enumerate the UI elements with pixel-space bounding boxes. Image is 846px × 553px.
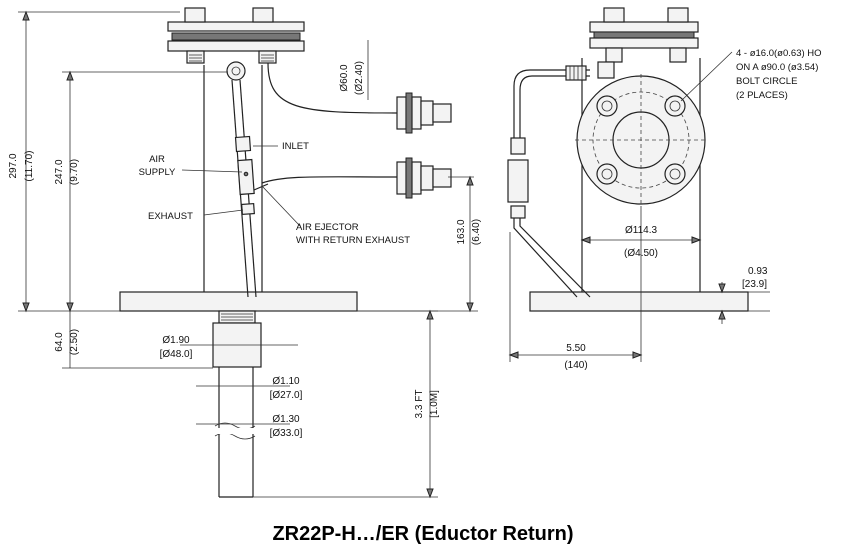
side-dimension-lines — [18, 10, 478, 499]
dim-33ft-m: [1.0M] — [429, 390, 440, 418]
dim-110: Ø1.10 — [272, 376, 300, 387]
top-flange-assembly — [167, 7, 305, 64]
dim-130: Ø1.30 — [272, 414, 300, 425]
inlet-pipe — [267, 62, 398, 114]
front-dimension-lines — [508, 51, 770, 362]
dim-550-mm: (140) — [564, 360, 587, 371]
dim-64: 64.0 — [54, 332, 65, 352]
label-holes-2: ON A ø90.0 (ø3.54) — [736, 62, 818, 73]
probe — [212, 310, 262, 498]
dim-110-mm: [Ø27.0] — [270, 390, 303, 401]
dim-093-mm: [23.9] — [742, 279, 767, 290]
label-air-supply-1: AIR — [149, 154, 165, 165]
front-top-assembly — [589, 7, 699, 79]
dim-247: 247.0 — [54, 159, 65, 184]
dim-60-in: (Ø2.40) — [354, 61, 365, 95]
label-ejector-1: AIR EJECTOR — [296, 222, 359, 233]
dim-190: Ø1.90 — [162, 335, 190, 346]
label-exhaust: EXHAUST — [148, 211, 193, 222]
dim-297: 297.0 — [8, 153, 19, 178]
side-view: 297.0 (11.70) 247.0 (9.70) Ø60.0 (Ø2.40)… — [8, 7, 482, 499]
dim-33ft: 3.3 FT — [414, 390, 425, 419]
dim-130-mm: [Ø33.0] — [270, 428, 303, 439]
dim-60: Ø60.0 — [339, 64, 350, 92]
bolt-holes — [596, 95, 686, 185]
front-flange-face — [575, 74, 707, 206]
drawing-caption: ZR22P-H…/ER (Eductor Return) — [272, 523, 574, 545]
label-holes-4: (2 PLACES) — [736, 90, 788, 101]
dim-163: 163.0 — [456, 219, 467, 244]
dim-550: 5.50 — [566, 343, 586, 354]
side-right-flanges — [396, 92, 452, 199]
dim-163-in: (6.40) — [471, 219, 482, 245]
dim-093: 0.93 — [748, 266, 768, 277]
dim-64-in: (2.50) — [69, 329, 80, 355]
label-ejector-2: WITH RETURN EXHAUST — [296, 235, 410, 246]
dim-190-mm: [Ø48.0] — [160, 349, 193, 360]
side-leader-lines — [181, 145, 301, 227]
front-air-tube — [507, 65, 591, 298]
dim-1143-in: (Ø4.50) — [624, 248, 658, 259]
dim-297-in: (11.70) — [24, 151, 35, 182]
label-holes-1: 4 - ø16.0(ø0.63) HO — [736, 48, 822, 59]
label-holes-3: BOLT CIRCLE — [736, 76, 797, 87]
label-inlet: INLET — [282, 141, 309, 152]
air-ejector-tube — [226, 61, 269, 298]
front-base-plate — [529, 291, 749, 312]
return-pipe — [261, 176, 398, 184]
front-view: 4 - ø16.0(ø0.63) HO ON A ø90.0 (ø3.54) B… — [507, 7, 822, 371]
side-base-plate — [119, 291, 358, 312]
dim-1143: Ø114.3 — [625, 225, 657, 236]
label-air-supply-2: SUPPLY — [139, 167, 176, 178]
dim-247-in: (9.70) — [69, 159, 80, 185]
